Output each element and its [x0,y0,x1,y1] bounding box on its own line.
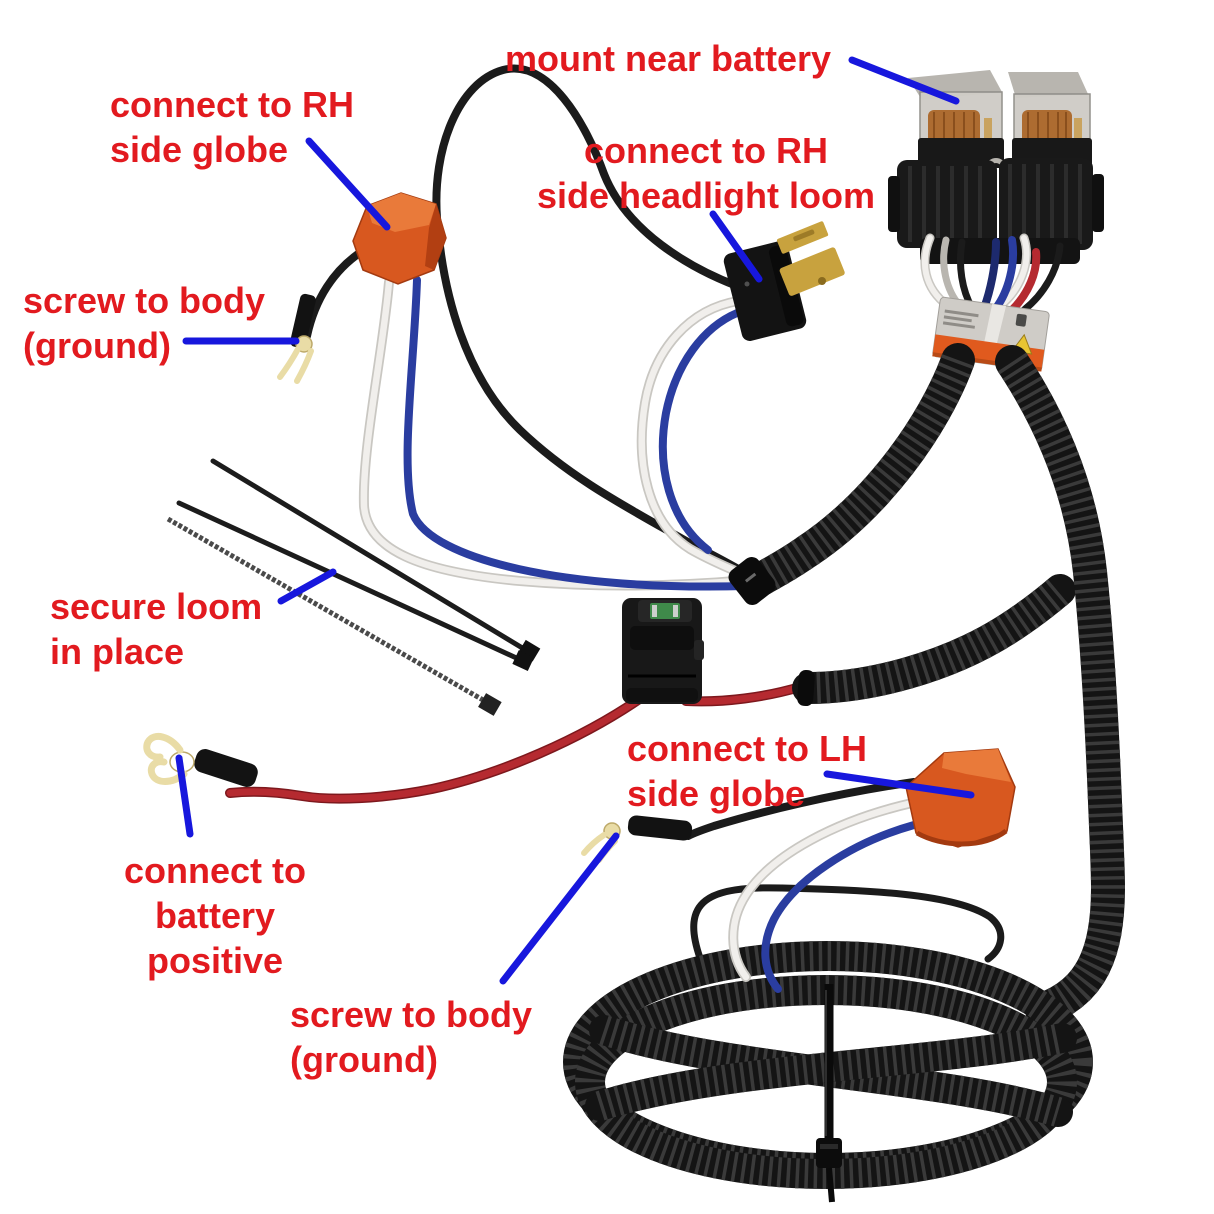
cable-tie [176,500,526,664]
brass-spade-terminal [779,247,845,296]
junction-wire [1020,242,1064,314]
heatshrink [627,815,693,841]
fork-prong [143,732,184,761]
relay-top-plate [1008,72,1088,98]
blue-wire [403,276,750,591]
cable-tie [210,458,532,655]
label-secure-loom: secure loom in place [50,586,263,672]
label-text-line [944,309,979,318]
arrow-ground-bottom [499,832,620,985]
arrow-lh-globe [823,770,975,799]
label-screw-ground-top: screw to body (ground) [23,280,266,366]
label-mount-near-battery: mount near battery [505,38,832,79]
terminal-hole [818,277,826,285]
terminal-slot [793,229,815,242]
label-connect-rh-globe: connect to RH side globe [110,84,355,170]
fork-prong [581,832,607,856]
lh-globe-connector-assembly [581,748,1016,993]
socket-ribs [908,166,982,242]
cable-tie-head [512,650,535,672]
socket-ribs [1008,164,1082,244]
junction-wire [992,236,1017,312]
fuse-latch [694,640,704,660]
coil-windings [1027,112,1067,150]
plug-dimple [744,281,750,287]
heatshrink [194,749,258,787]
heatshrink [290,293,316,349]
connector-side-facet [425,204,446,270]
tie-head-notch [820,1144,838,1149]
coil-windings [933,112,975,150]
cable-tie-head [816,1138,842,1168]
cable-ties-loose [166,458,541,716]
fuse-base [626,688,698,702]
connector-top-facet [942,749,1011,782]
ground-wire [684,778,918,840]
tube-end-cap [728,557,776,605]
label-text-line [943,315,972,323]
relay-pin [1074,118,1082,146]
cable-tie-head [518,639,541,662]
fuse-cover [630,626,694,650]
fuse-blade [673,605,678,617]
fork-prong [294,348,314,384]
arrow-secure-loom [277,568,337,605]
cable-tie-head [478,693,502,716]
junction-wire [1008,248,1041,314]
blade-fuse [650,603,680,619]
annotation-arrows [175,56,975,985]
loom-tube-ribs [749,354,974,596]
fork-prong [277,346,301,380]
blue-wire [761,821,918,993]
label-screw-ground-bottom: screw to body (ground) [290,994,533,1080]
cap-marking [744,572,757,583]
rh-headlight-plug-assembly [636,221,845,584]
junction-wire [997,235,1030,309]
blue-wire [658,309,741,554]
ground-wire [303,248,365,340]
fuse-holder-assembly [143,598,805,804]
relay-pin [984,118,992,148]
white-wire [730,799,916,981]
arrow-battery-positive [175,754,194,838]
black-wire-loop [690,884,1005,963]
connector-bottom-shade [915,828,1008,847]
label-connect-battery-positive: connect to battery positive [123,850,306,981]
label-text-line [942,321,975,329]
fuse-blade [652,605,657,617]
loom-tubes [728,343,1126,1027]
white-wire [638,297,756,583]
arrow-mount-near-battery [848,56,960,105]
arrow-rh-globe [305,137,391,231]
label-connect-lh-globe: connect to LH side globe [627,728,867,814]
relay-assembly [888,70,1104,314]
tie-tail [826,1167,835,1203]
socket-wing [1092,174,1104,232]
loom-tube-ribs [997,352,1126,1026]
loom-tube-ribs [807,577,1071,704]
loom-coil [563,884,1093,1203]
red-wire-edge [225,695,643,804]
fork-prong [147,758,188,785]
arrow-rh-loom [709,210,763,283]
socket-wing [888,176,900,232]
h4-male-plug [723,241,807,341]
coil-ribs [599,1015,1063,1127]
label-mark [1015,313,1027,327]
cable-tie-serrated [166,516,492,707]
label-connect-rh-loom: connect to RH side headlight loom [536,130,876,216]
tube-end-cap [797,669,815,707]
battery-red-wire [226,696,642,803]
